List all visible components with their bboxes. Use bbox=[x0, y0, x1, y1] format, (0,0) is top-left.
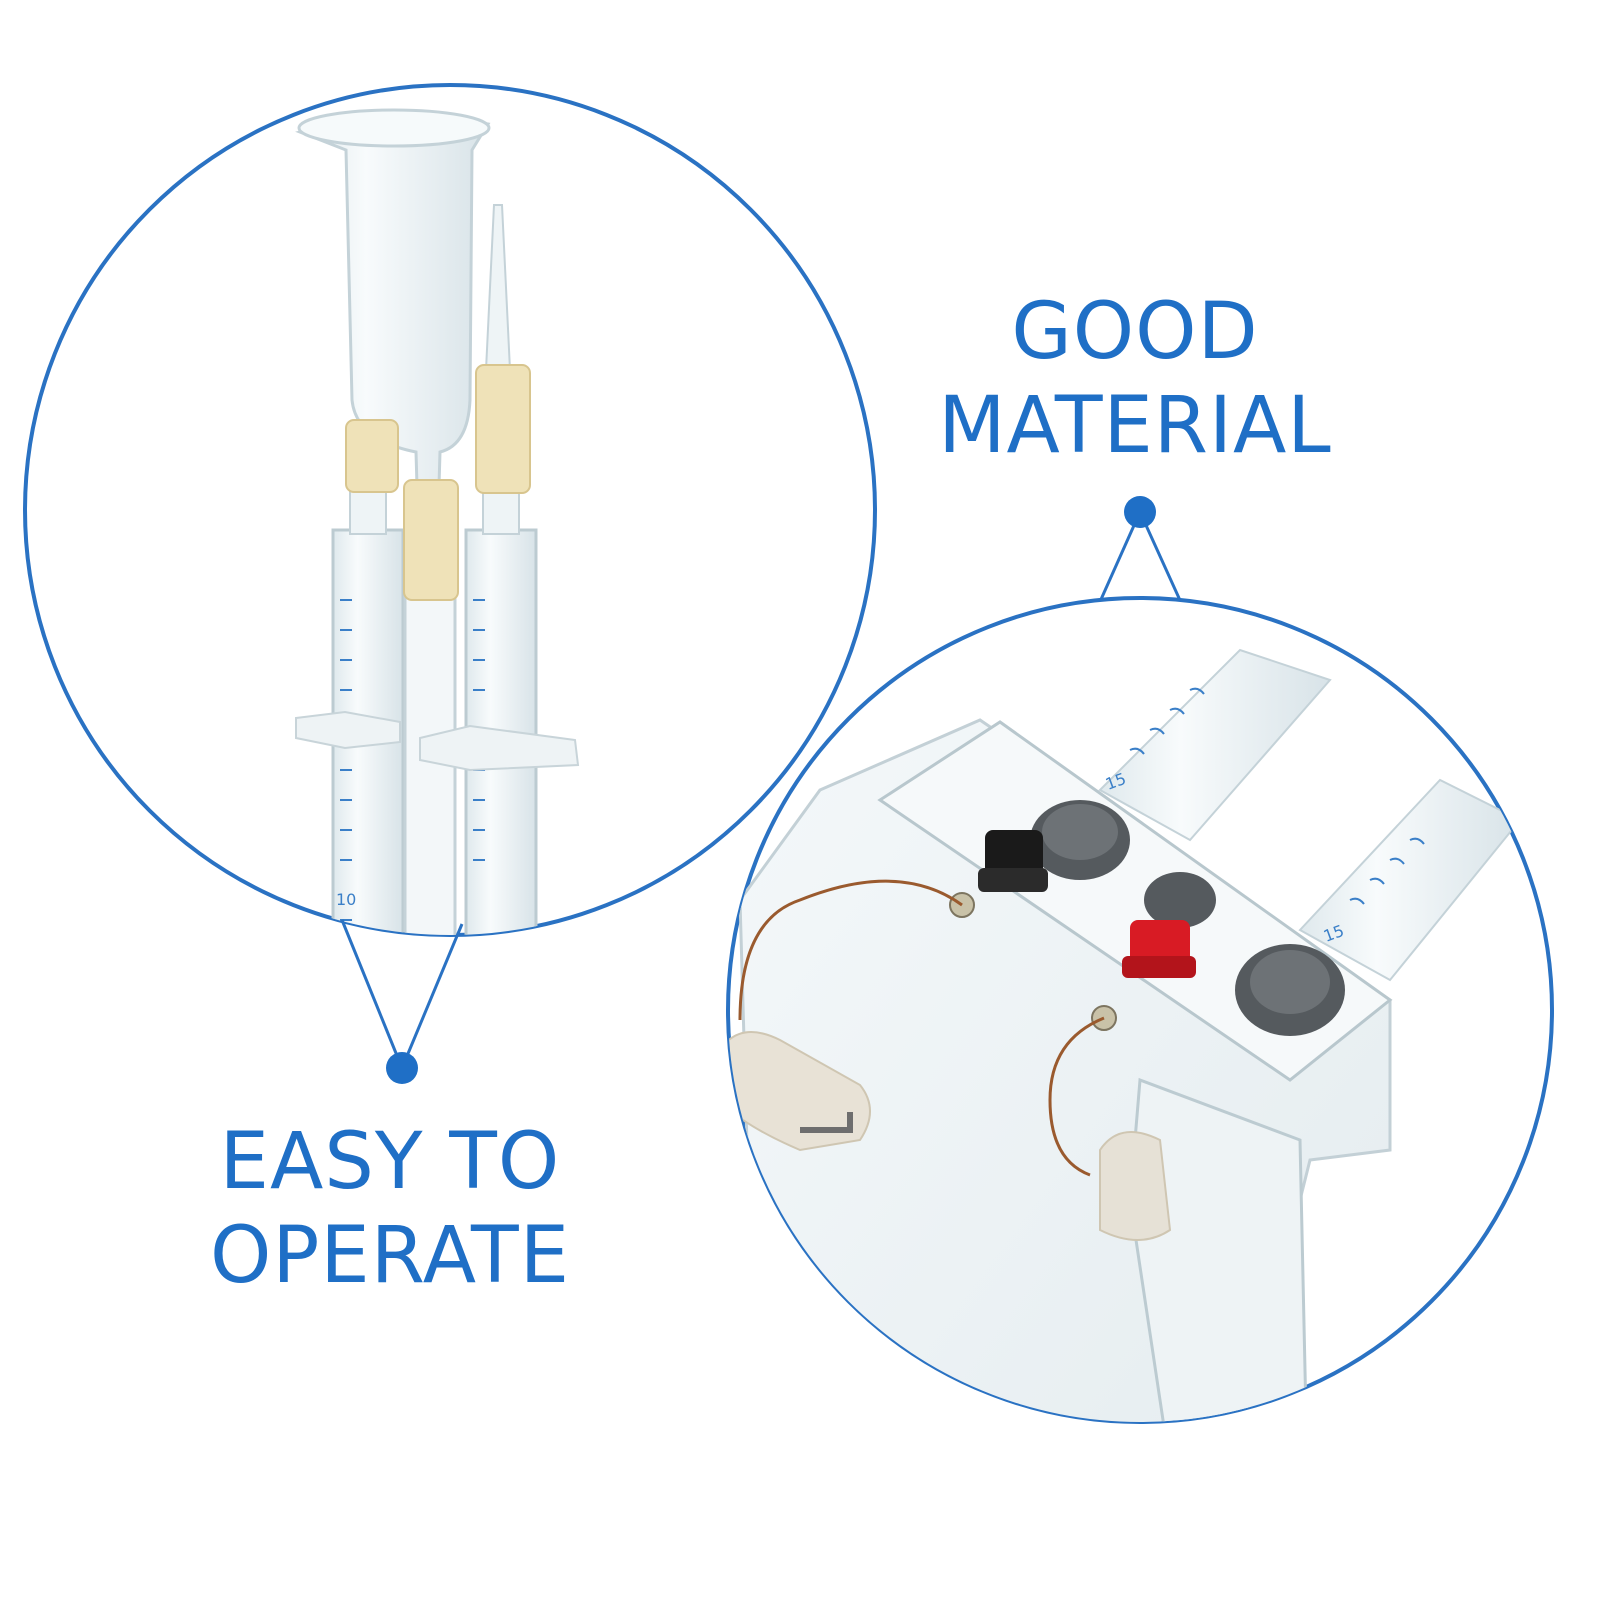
electrolysis-tubes-closeup: 5 5 10 bbox=[295, 108, 580, 935]
electrode-hook bbox=[800, 1112, 853, 1133]
callout-pointer-easy bbox=[340, 919, 464, 1069]
detail-circle-top: 5 5 10 bbox=[23, 83, 877, 937]
scale-ticks-left bbox=[340, 599, 352, 921]
rubber-connector-left bbox=[345, 419, 399, 493]
caption-good-line2: MATERIAL bbox=[938, 381, 1332, 471]
callout-dot-good bbox=[1124, 496, 1156, 528]
gasket-middle bbox=[1144, 872, 1216, 928]
rubber-connector-middle bbox=[403, 479, 459, 601]
terminal-black bbox=[978, 830, 1048, 892]
tube-holder-clip-right bbox=[419, 724, 580, 772]
caption-easy-line2: OPERATE bbox=[210, 1211, 570, 1301]
caption-good-line1: GOOD bbox=[1011, 287, 1259, 377]
caption-good-material: GOOD MATERIAL bbox=[930, 285, 1340, 473]
scale-label-left-low: 10 bbox=[336, 890, 356, 909]
caption-easy-to-operate: EASY TO OPERATE bbox=[190, 1115, 590, 1303]
ceramic-electrode-right bbox=[1099, 1131, 1172, 1241]
wire-upper bbox=[738, 879, 963, 1021]
base-tube-ticks bbox=[1129, 687, 1425, 905]
wire-lower bbox=[1048, 1016, 1105, 1177]
caption-easy-line1: EASY TO bbox=[219, 1117, 561, 1207]
base-tube-left bbox=[1098, 648, 1332, 842]
detail-circle-bottom: 15 15 bbox=[726, 596, 1554, 1424]
terminal-red bbox=[1122, 920, 1196, 978]
tube-holder-clip-left bbox=[295, 710, 401, 750]
rubber-connector-right bbox=[475, 364, 531, 494]
callout-dot-easy bbox=[386, 1052, 418, 1084]
